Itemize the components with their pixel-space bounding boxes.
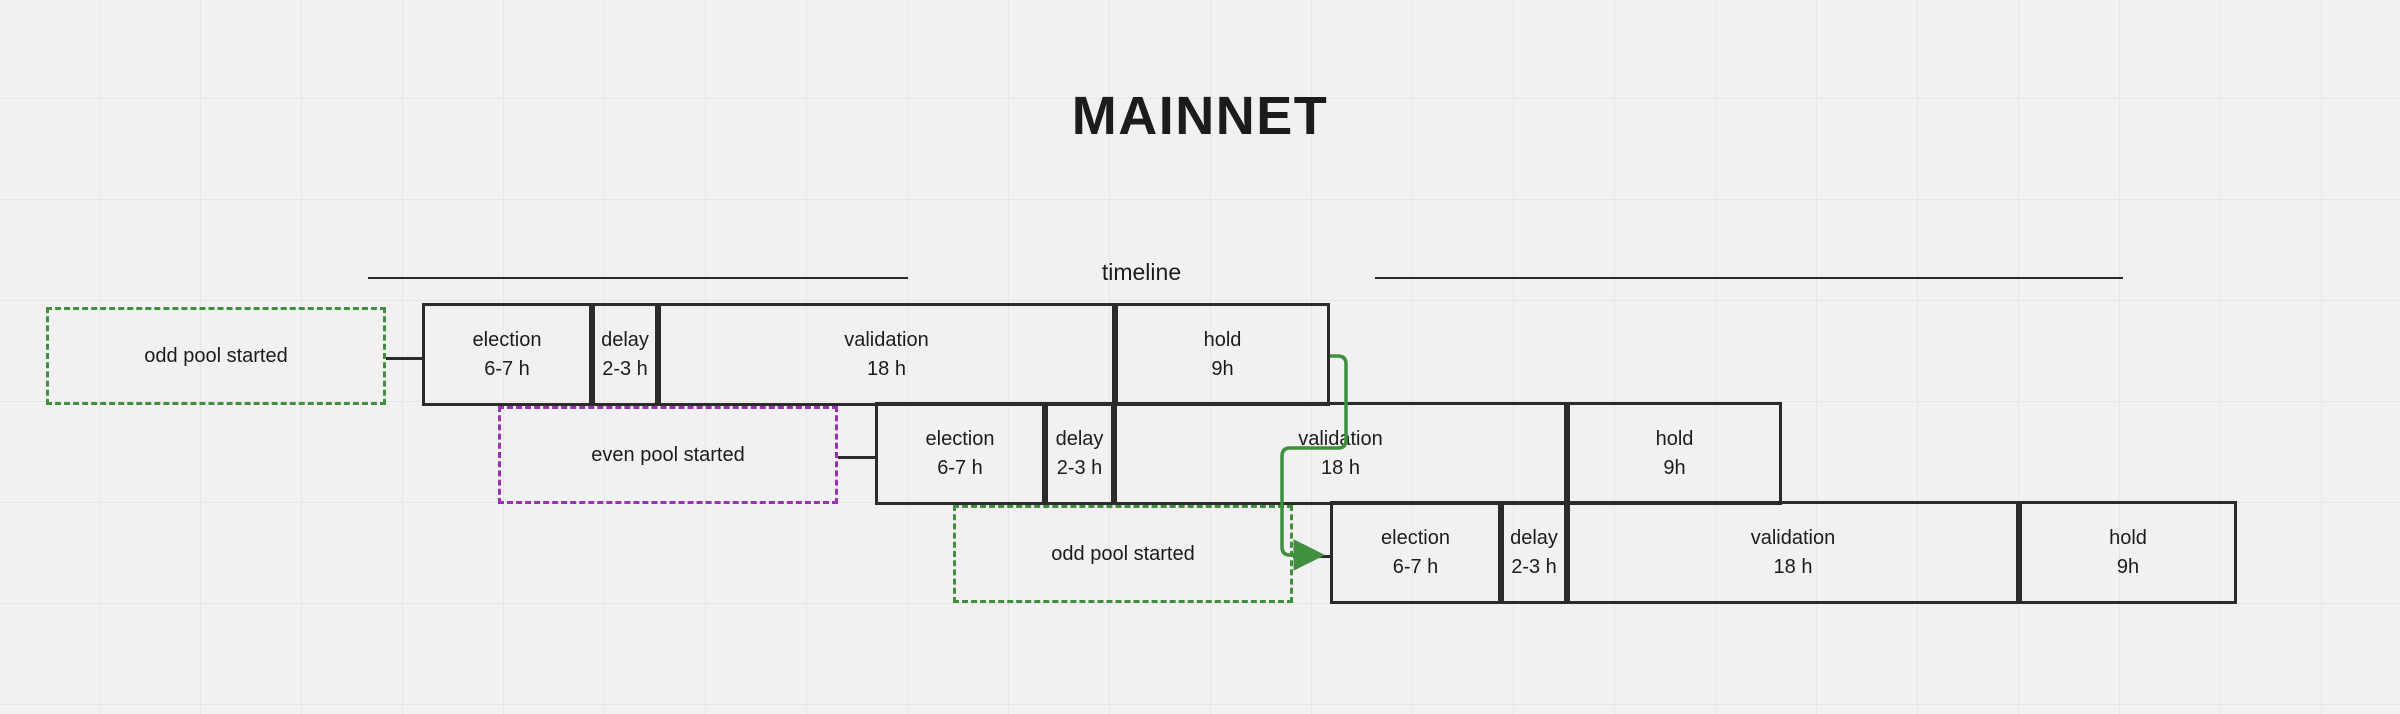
row-2-validation-duration: 18 h <box>1321 456 1360 479</box>
row-3-delay-label: delay <box>1510 526 1558 549</box>
timeline-label: timeline <box>1101 259 1182 285</box>
note-odd-pool-started-1-label: odd pool started <box>144 344 288 367</box>
row-2-delay-label: delay <box>1055 427 1104 450</box>
row-3-delay-duration: 2-3 h <box>1511 555 1557 578</box>
row-2-election-label: election <box>925 427 995 450</box>
row-1-election-label: election <box>472 328 542 351</box>
page-title: MAINNET <box>1071 86 1329 146</box>
row-3-hold-label: hold <box>2109 526 2147 549</box>
row-3-validation-label: validation <box>1750 526 1836 549</box>
row-2-validation-label: validation <box>1298 427 1383 450</box>
note-even-pool-started-label: even pool started <box>591 443 745 466</box>
row-3-election-duration: 6-7 h <box>1392 555 1439 578</box>
note-odd-pool-started-1[interactable]: odd pool started <box>46 307 386 405</box>
row-1-block-hold[interactable]: hold 9h <box>1115 303 1330 406</box>
note-1-leader-line <box>386 357 424 360</box>
row-2-hold-label: hold <box>1655 427 1694 450</box>
row-2-hold-duration: 9h <box>1663 456 1686 479</box>
row-2-delay-duration: 2-3 h <box>1056 456 1103 479</box>
row-2-election-duration: 6-7 h <box>937 456 983 479</box>
row-3-hold-duration: 9h <box>2116 555 2140 578</box>
row-1-delay-label: delay <box>601 328 649 351</box>
row-3-block-delay[interactable]: delay 2-3 h <box>1501 501 1567 604</box>
row-2-block-delay[interactable]: delay 2-3 h <box>1045 402 1114 505</box>
row-2-block-hold[interactable]: hold 9h <box>1567 402 1782 505</box>
note-2-leader-line <box>838 456 877 459</box>
row-1-block-delay[interactable]: delay 2-3 h <box>592 303 658 406</box>
row-3-block-election[interactable]: election 6-7 h <box>1330 501 1501 604</box>
row-1-hold-label: hold <box>1203 328 1242 351</box>
row-1-block-validation[interactable]: validation 18 h <box>658 303 1115 406</box>
row-2-block-validation[interactable]: validation 18 h <box>1114 402 1567 505</box>
note-odd-pool-started-2-label: odd pool started <box>1051 542 1195 565</box>
note-odd-pool-started-2[interactable]: odd pool started <box>953 505 1293 603</box>
row-3-validation-duration: 18 h <box>1773 555 1813 578</box>
row-1-validation-duration: 18 h <box>867 357 906 380</box>
row-1-validation-label: validation <box>844 328 929 351</box>
row-3-election-label: election <box>1381 526 1450 549</box>
note-3-leader-line <box>1293 555 1331 558</box>
row-1-hold-duration: 9h <box>1211 357 1234 380</box>
row-1-election-duration: 6-7 h <box>484 357 530 380</box>
row-3-block-hold[interactable]: hold 9h <box>2019 501 2237 604</box>
note-even-pool-started[interactable]: even pool started <box>498 406 838 504</box>
row-3-block-validation[interactable]: validation 18 h <box>1567 501 2019 604</box>
timeline-axis-left <box>368 277 908 279</box>
row-2-block-election[interactable]: election 6-7 h <box>875 402 1045 505</box>
row-1-delay-duration: 2-3 h <box>602 357 648 380</box>
row-1-block-election[interactable]: election 6-7 h <box>422 303 592 406</box>
timeline-axis-right <box>1375 277 2123 279</box>
